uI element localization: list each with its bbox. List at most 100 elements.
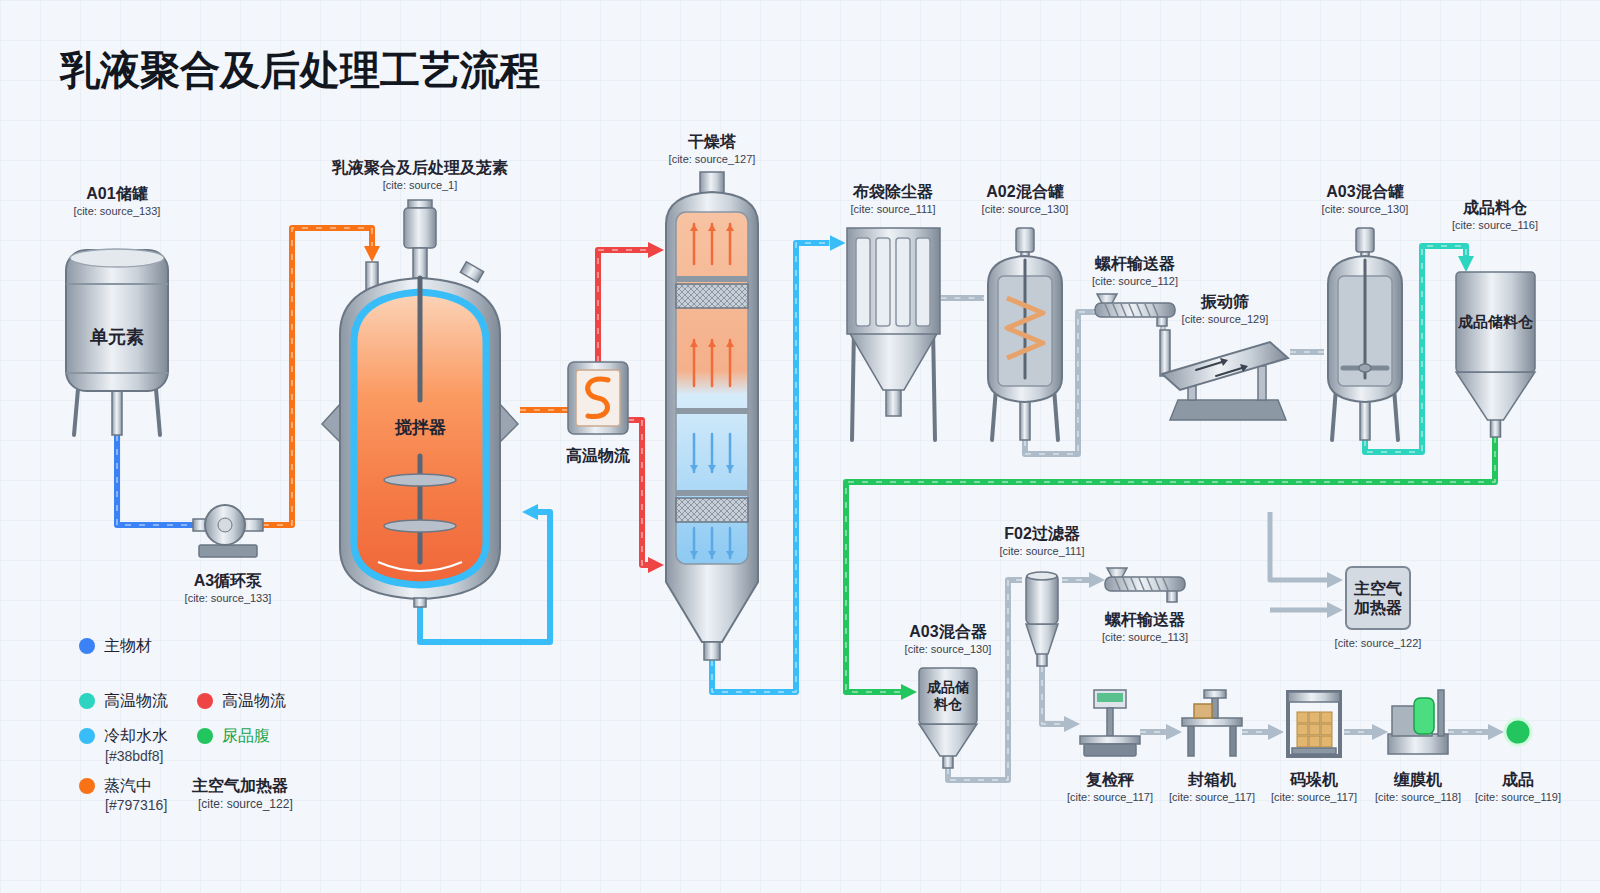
citation-tag: [cite: source_117] <box>1169 790 1255 804</box>
stacked-box <box>1297 712 1308 723</box>
equipment-name: A03混合器 <box>905 622 992 642</box>
pipe-connector <box>1290 349 1324 355</box>
pipe-connector <box>117 435 193 525</box>
tank-cap <box>70 249 164 267</box>
outlet-pipe <box>886 388 901 416</box>
air-inlet-line <box>1270 512 1327 580</box>
flow-dash <box>117 435 193 525</box>
caption-group: 成品[cite: source_119] <box>1475 770 1561 804</box>
equipment-name: 干燥塔 <box>669 132 756 152</box>
screw-conveyor: 螺杆输送器[cite: source_112] <box>1095 294 1175 326</box>
caption-group: 封箱机[cite: source_117] <box>1169 770 1255 804</box>
citation-tag: [cite: source_117] <box>1271 790 1357 804</box>
citation-tag: [cite: source_119] <box>1475 790 1561 804</box>
citation-tag: [cite: source_127] <box>669 152 756 166</box>
stacked-box <box>1297 724 1308 735</box>
vibrating-screen: 振动筛[cite: source_129] <box>1160 330 1290 420</box>
legend-entry: 尿品腹 <box>197 726 270 746</box>
caption-group: A01储罐[cite: source_133] <box>74 184 161 218</box>
equipment-drawing <box>1388 690 1448 756</box>
pipe-connector <box>1140 729 1166 735</box>
equipment-name: 成品料仓 <box>1452 198 1538 218</box>
pipe-connector <box>1042 666 1064 724</box>
equipment-label: 主空气加热器 <box>1351 579 1405 617</box>
equipment-parts <box>1456 272 1535 437</box>
flow-arrow <box>1196 362 1222 370</box>
sealer-head <box>1204 690 1226 698</box>
citation-tag: [cite: source_1] <box>332 178 508 192</box>
caption-group: 振动筛[cite: source_129] <box>1182 292 1269 326</box>
equipment-drawing <box>664 172 760 660</box>
scale-display <box>1094 690 1126 708</box>
caption-group: 高温物流 <box>566 446 630 466</box>
equipment-parts <box>1160 330 1288 420</box>
flow-dash <box>1448 731 1488 733</box>
legend-text: 主物材 <box>104 636 152 656</box>
flow-arrow-head <box>708 465 716 472</box>
heat-exchanger: 高温物流 <box>568 362 628 434</box>
flow-dash <box>598 250 648 362</box>
legend-swatch <box>197 693 213 709</box>
check-scale: 复检秤[cite: source_117] <box>1080 690 1140 756</box>
legend-swatch <box>79 778 95 794</box>
silo-cone <box>919 724 977 756</box>
equipment-parts <box>1105 568 1185 602</box>
outlet-pipe <box>1490 418 1500 437</box>
equipment-name: 码垛机 <box>1271 770 1357 790</box>
equipment-drawing <box>193 497 263 559</box>
citation-tag: [cite: source_117] <box>1067 790 1153 804</box>
filter-leg <box>852 328 854 440</box>
stacked-box <box>1309 724 1320 735</box>
flow-arrow-head <box>690 224 698 231</box>
product-end: 成品[cite: source_119] <box>1504 718 1532 746</box>
flow-dash <box>1062 579 1089 581</box>
vessel-body <box>1328 256 1402 402</box>
agitator-hub <box>1359 364 1371 372</box>
screw-flight <box>1139 578 1144 590</box>
product-silo: 成品料仓[cite: source_116]成品储料仓 <box>1454 272 1537 437</box>
equipment-parts <box>1080 690 1140 756</box>
caption-group: 螺杆输送器[cite: source_113] <box>1102 610 1188 644</box>
pipe-connector <box>520 407 568 413</box>
legend-swatch <box>79 638 95 654</box>
outlet-pipe <box>414 598 426 607</box>
screw-flight <box>1163 578 1168 590</box>
citation-tag: [cite: source_130] <box>1322 202 1409 216</box>
screw-conveyor: 螺杆输送器[cite: source_113] <box>1105 568 1185 602</box>
tower-tray <box>676 276 748 282</box>
filter-bag <box>856 238 870 326</box>
pump-casing <box>205 505 245 545</box>
screen-deck <box>1162 342 1288 390</box>
equipment-parts <box>1328 228 1402 440</box>
flow-dash <box>1290 351 1324 353</box>
inner-label-group: 成品储料仓 <box>925 679 971 713</box>
filter-bag <box>916 238 930 326</box>
equipment-parts <box>568 362 628 434</box>
equipment-label: 成品储料仓 <box>925 679 971 713</box>
pipe-connector <box>1242 729 1268 735</box>
caption-group: 乳液聚合及后处理及茏素[cite: source_1] <box>332 158 508 192</box>
equipment-parts <box>1346 567 1410 629</box>
flow-dash <box>1140 731 1166 733</box>
scale-platform <box>1080 736 1140 744</box>
tank-leg <box>992 388 996 440</box>
tower-tray <box>676 408 748 414</box>
agitator-shaft <box>1364 260 1367 378</box>
caption-group: 码垛机[cite: source_117] <box>1271 770 1357 804</box>
equipment-parts <box>322 200 518 607</box>
citation-tag: [cite: source_122] <box>1335 636 1422 650</box>
screw-flight <box>1153 304 1158 316</box>
flow-dash <box>1042 666 1064 724</box>
equipment-label: 单元素 <box>90 327 144 349</box>
equipment-name: F02过滤器 <box>999 524 1084 544</box>
stacked-box <box>1309 736 1320 747</box>
caption-group: 成品料仓[cite: source_116] <box>1452 198 1538 232</box>
equipment-drawing <box>1022 568 1062 666</box>
screw-flight <box>1123 578 1128 590</box>
inner-label-group: 主空气加热器 <box>1351 579 1405 617</box>
stretch-wrapper: 缠膜机[cite: source_118] <box>1388 690 1448 756</box>
product-marker <box>1505 719 1531 745</box>
product-hopper: A03混合器[cite: source_130]成品储料仓 <box>917 668 979 768</box>
